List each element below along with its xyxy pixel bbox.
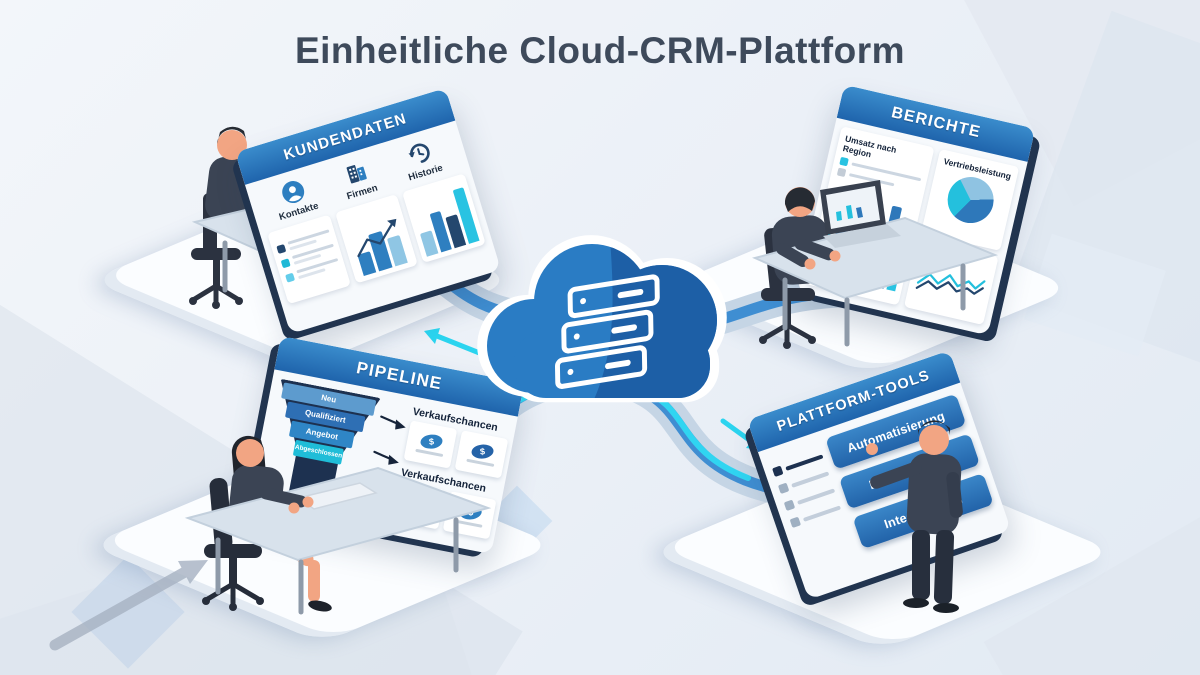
- line-chart-icon: [915, 273, 986, 295]
- worker-top-right: [752, 180, 999, 349]
- worker-bottom-right: [866, 420, 963, 613]
- panel-kundendaten: KUNDENDATEN Kontakte: [235, 87, 501, 335]
- trend-chart-card: [334, 193, 419, 284]
- trend-line-icon: [357, 218, 397, 258]
- laptop-icon: [820, 180, 901, 248]
- server-rack-icon: [554, 274, 660, 389]
- feature-firmen: Firmen: [322, 152, 396, 207]
- ground-arrow-icon: [49, 560, 208, 651]
- page-title: Einheitliche Cloud-CRM-Plattform: [294, 30, 906, 71]
- cloud-server-icon: [477, 235, 727, 403]
- feature-historie: Historie: [385, 132, 459, 187]
- feature-kontakte: Kontakte: [258, 171, 332, 226]
- company-building-icon: [346, 165, 367, 184]
- aktivitaeten-card: Aktivitäten: [903, 238, 999, 325]
- person-figure: [866, 420, 963, 613]
- worker-bottom-left: [184, 435, 492, 615]
- contact-person-icon: [281, 181, 304, 204]
- desk: [184, 466, 492, 615]
- history-clock-icon: [408, 143, 430, 163]
- panel-berichte: BERICHTE Umsatz nach Region Vertriebslei…: [796, 84, 1036, 336]
